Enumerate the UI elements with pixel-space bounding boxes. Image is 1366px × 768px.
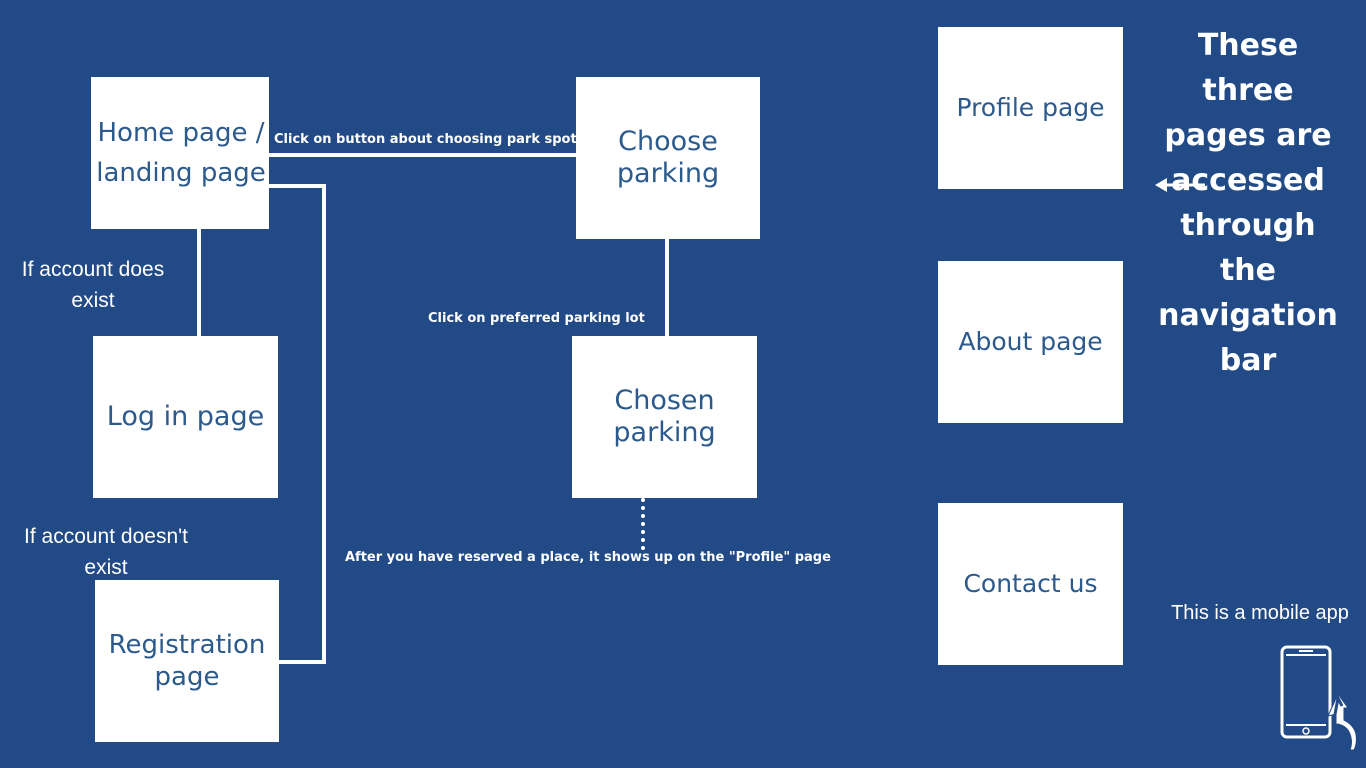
account-not-exists-label: If account doesn't exist	[24, 525, 188, 579]
registration-page-box: Registration page	[95, 580, 279, 742]
click-park-spot-label: Click on button about choosing park spot	[274, 132, 577, 147]
smartphone-icon	[1279, 645, 1333, 739]
click-preferred-lot-label: Click on preferred parking lot	[428, 311, 645, 326]
registration-page-label: Registration page	[108, 630, 266, 692]
connector-choose-to-chosen	[665, 239, 669, 336]
mobile-app-note: This is a mobile app	[1171, 602, 1349, 624]
home-page-box: Home page / landing page	[91, 77, 269, 229]
login-page-label: Log in page	[106, 401, 265, 432]
connector-home-to-login	[197, 229, 201, 336]
connector-home-to-registration-vertical	[322, 184, 326, 664]
connector-home-to-registration-bottom	[279, 660, 326, 664]
choose-parking-label: Choose parking	[616, 126, 720, 189]
tap-hand-icon	[1322, 690, 1360, 752]
about-page-box: About page	[938, 261, 1123, 423]
chosen-parking-box: Chosen parking	[572, 336, 757, 498]
choose-parking-box: Choose parking	[576, 77, 760, 239]
contact-us-label: Contact us	[963, 569, 1098, 598]
chosen-parking-label: Chosen parking	[613, 385, 716, 448]
reserved-note-label: After you have reserved a place, it show…	[345, 550, 831, 565]
profile-page-label: Profile page	[956, 93, 1105, 122]
contact-us-box: Contact us	[938, 503, 1123, 665]
profile-page-box: Profile page	[938, 27, 1123, 189]
connector-home-to-choose	[268, 153, 576, 157]
account-exists-label: If account does exist	[21, 258, 165, 312]
connector-home-to-registration-top	[268, 184, 326, 188]
left-arrow-icon	[1153, 176, 1207, 194]
navigation-bar-note: These three pages are accessed through t…	[1158, 28, 1338, 378]
about-page-label: About page	[958, 327, 1103, 356]
login-page-box: Log in page	[93, 336, 278, 498]
home-page-label: Home page / landing page	[96, 118, 266, 188]
connector-chosen-to-profile	[641, 498, 645, 550]
